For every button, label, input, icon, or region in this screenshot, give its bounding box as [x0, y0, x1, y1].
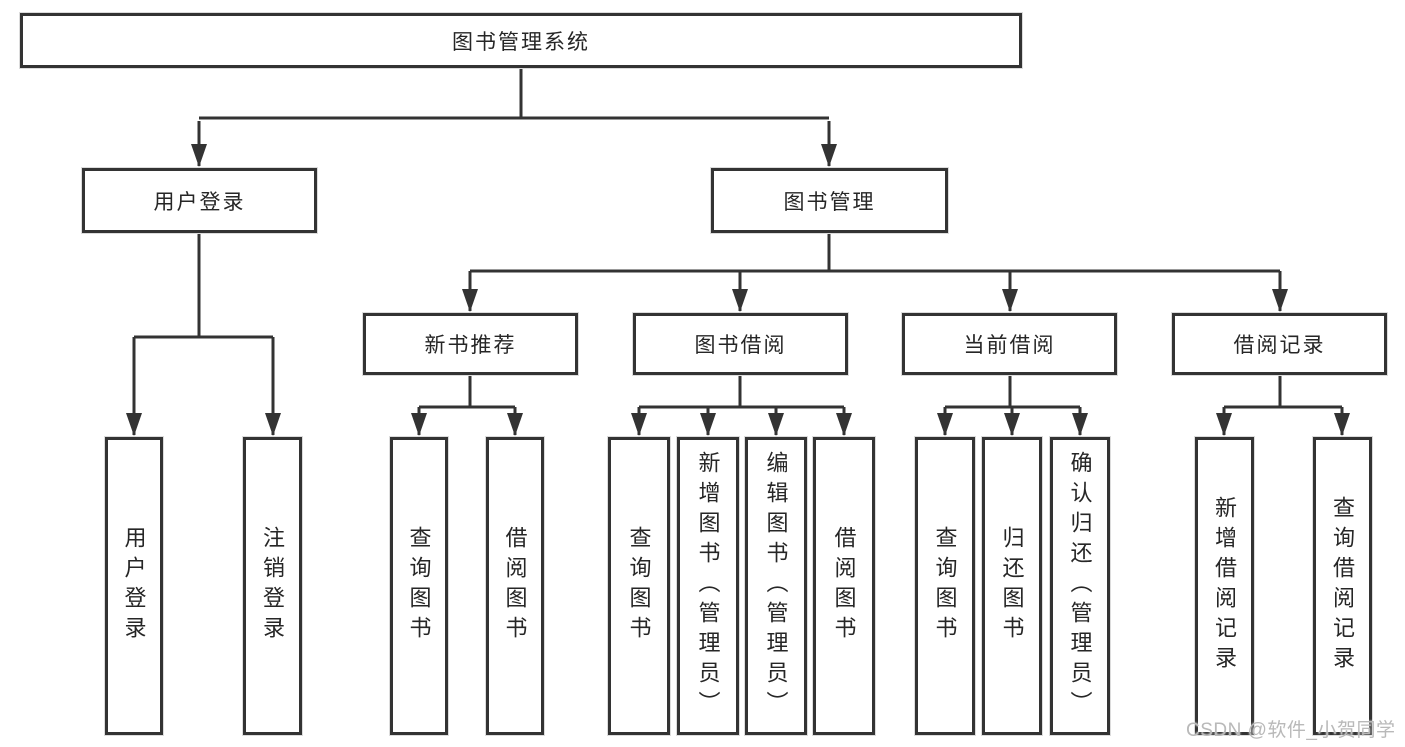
leaf-query-books-borrow: 查询图书	[608, 437, 670, 735]
leaf-borrow-books: 借阅图书	[813, 437, 875, 735]
leaf-return-books: 归还图书	[982, 437, 1042, 735]
arrowheads	[126, 144, 1350, 436]
leaf-confirm-return-admin: 确认归还（管理员）	[1050, 437, 1110, 735]
csdn-watermark: CSDN @软件_小贺同学	[1186, 720, 1396, 741]
connector-lines-main	[132, 68, 1344, 435]
node-book-management-module: 图书管理	[711, 168, 948, 233]
node-borrowing-records: 借阅记录	[1172, 313, 1387, 375]
node-library-system-root: 图书管理系统	[20, 13, 1022, 68]
leaf-query-borrow-record: 查询借阅记录	[1313, 437, 1372, 735]
leaf-add-book-admin: 新增图书（管理员）	[677, 437, 739, 735]
leaf-query-books-recommend: 查询图书	[390, 437, 448, 735]
leaf-edit-book-admin: 编辑图书（管理员）	[745, 437, 807, 735]
leaf-add-borrow-record: 新增借阅记录	[1195, 437, 1254, 735]
leaf-query-books-current: 查询图书	[915, 437, 975, 735]
node-new-book-recommendation: 新书推荐	[363, 313, 578, 375]
node-book-borrowing: 图书借阅	[633, 313, 848, 375]
node-current-borrowing: 当前借阅	[902, 313, 1117, 375]
leaf-logout: 注销登录	[243, 437, 302, 735]
node-user-login-module: 用户登录	[82, 168, 317, 233]
leaf-borrow-books-recommend: 借阅图书	[486, 437, 544, 735]
leaf-user-login: 用户登录	[105, 437, 163, 735]
